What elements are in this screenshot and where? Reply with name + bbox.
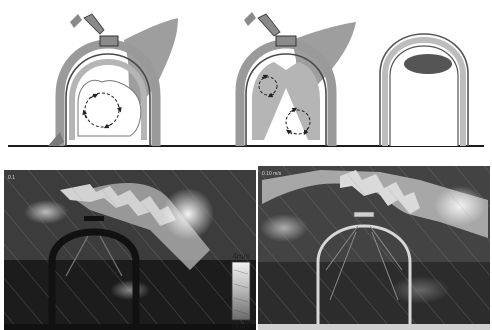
panel-corner-label: 0.1 — [8, 175, 15, 181]
kiln-interior-band — [252, 62, 320, 140]
chimney-section — [84, 216, 104, 221]
nozzle-tip — [244, 12, 256, 26]
simulation-panel-left: 4m/s 0m/s 0.1 — [4, 170, 256, 330]
panel-corner-label: 0.10 m/s — [262, 171, 282, 177]
nozzle-tip — [70, 14, 82, 28]
heat-blob — [404, 54, 452, 74]
speed-scale-min-label: 0m/s — [232, 322, 249, 330]
kiln-diagram-3 — [380, 34, 468, 146]
chimney — [100, 36, 118, 46]
nozzle-icon — [258, 14, 280, 36]
chimney-section — [354, 212, 374, 217]
simulation-panel-right: 0.10 m/s — [258, 166, 490, 330]
speed-scale: 4m/s 0m/s — [232, 252, 250, 330]
kiln-base — [4, 324, 256, 330]
speed-scale-max-label: 4m/s — [232, 252, 249, 261]
kiln-diagram-2 — [240, 12, 356, 146]
top-schematics — [8, 12, 484, 146]
chimney — [276, 36, 296, 46]
nozzle-icon — [84, 14, 104, 34]
kiln-base — [258, 324, 490, 330]
kiln-diagram-1 — [48, 14, 178, 146]
